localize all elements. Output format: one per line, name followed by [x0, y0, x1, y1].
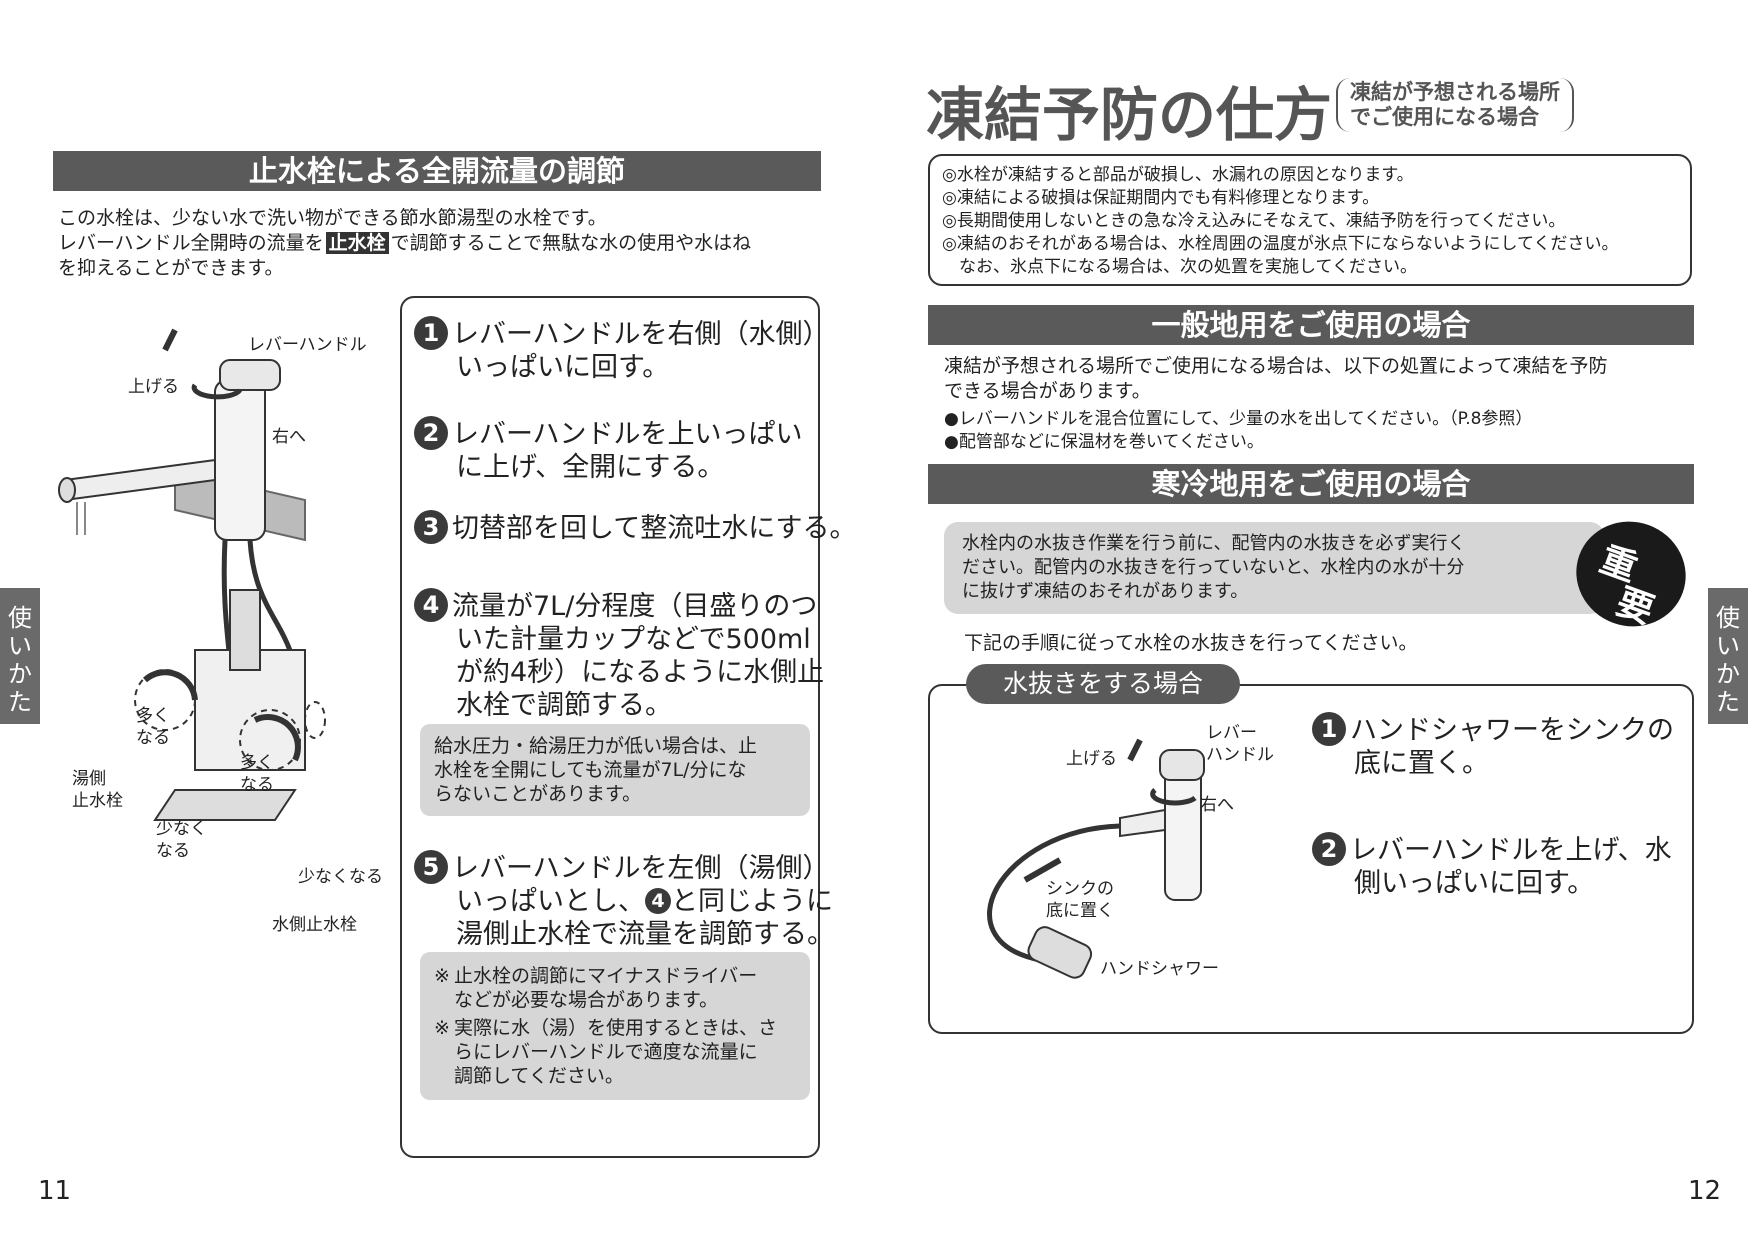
label-raise-right: 上げる [1066, 749, 1117, 769]
step-number-3: 3 [414, 510, 448, 544]
faucet-valve-illustration [58, 328, 326, 821]
label-sink: シンクの底に置く [1046, 879, 1114, 921]
intro-line-1: この水栓は、少ない水で洗い物ができる節水節湯型の水栓です。 [58, 207, 607, 229]
label-more-2: 多くなる [240, 753, 274, 795]
intro-line-3: を抑えることができます。 [58, 257, 284, 279]
steps-panel [400, 296, 820, 1158]
label-raise: 上げる [128, 377, 179, 397]
side-tab-left: 使いかた [0, 588, 40, 724]
label-right: 右へ [272, 427, 306, 447]
warning-box: ◎水栓が凍結すると部品が破損し、水漏れの原因となります。 ◎凍結による破損は保証… [928, 154, 1692, 286]
step-ref-4: 4 [645, 888, 671, 914]
intro-text: この水栓は、少ない水で洗い物ができる節水節湯型の水栓です。 レバーハンドル全開時… [58, 206, 751, 281]
intro-line-2: レバーハンドル全開時の流量を止水栓で調節することで無駄な水の使用や水はね [58, 232, 752, 254]
page-number-left: 11 [38, 1176, 72, 1206]
page-number-right: 12 [1688, 1176, 1722, 1206]
label-hot-valve: 湯側止水栓 [72, 769, 123, 811]
side-tab-right: 使いかた [1708, 588, 1748, 724]
label-right-turn: 右へ [1200, 795, 1234, 815]
drain-step-number-2: 2 [1312, 832, 1346, 866]
hand-shower-illustration [987, 738, 1205, 979]
general-bullets: ●レバーハンドルを混合位置にして、少量の水を出してください。（P.8参照） ●配… [944, 409, 1533, 452]
label-hand-shower: ハンドシャワー [1100, 959, 1219, 979]
procedure-text: 下記の手順に従って水栓の水抜きを行ってください。 [964, 632, 1418, 654]
note-adjust: ※止水栓の調節にマイナスドライバーなどが必要な場合があります。 ※実際に水（湯）… [420, 952, 810, 1100]
step-number-5: 5 [414, 850, 448, 884]
general-text: 凍結が予想される場所でご使用になる場合は、以下の処置によって凍結を予防 できる場… [944, 355, 1608, 402]
section-title-flow-adjust: 止水栓による全開流量の調節 [53, 151, 821, 191]
label-less-1: 少なくなる [156, 819, 207, 861]
step-number-4: 4 [414, 588, 448, 622]
title-subtitle: 凍結が予想される場所でご使用になる場合 [1336, 78, 1574, 132]
note-low-pressure: 給水圧力・給湯圧力が低い場合は、止水栓を全開にしても流量が7L/分にならないこと… [420, 724, 810, 816]
important-note: 水栓内の水抜き作業を行う前に、配管内の水抜きを必ず実行く ださい。配管内の水抜き… [944, 522, 1604, 614]
label-less-2: 少なくなる [298, 867, 383, 887]
drain-title: 水抜きをする場合 [966, 664, 1240, 704]
section-title-cold: 寒冷地用をご使用の場合 [928, 464, 1694, 504]
label-more-1: 多くなる [136, 706, 170, 748]
drain-panel [928, 684, 1694, 1034]
step-number-2: 2 [414, 416, 448, 450]
label-lever-right: レバーハンドル [1206, 723, 1274, 765]
page-title: 凍結予防の仕方 [926, 81, 1333, 149]
valve-badge: 止水栓 [325, 232, 389, 254]
step-number-1: 1 [414, 316, 448, 350]
label-lever-handle: レバーハンドル [248, 335, 367, 355]
section-title-general: 一般地用をご使用の場合 [928, 305, 1694, 345]
label-cold-valve: 水側止水栓 [272, 915, 357, 935]
drain-step-number-1: 1 [1312, 712, 1346, 746]
